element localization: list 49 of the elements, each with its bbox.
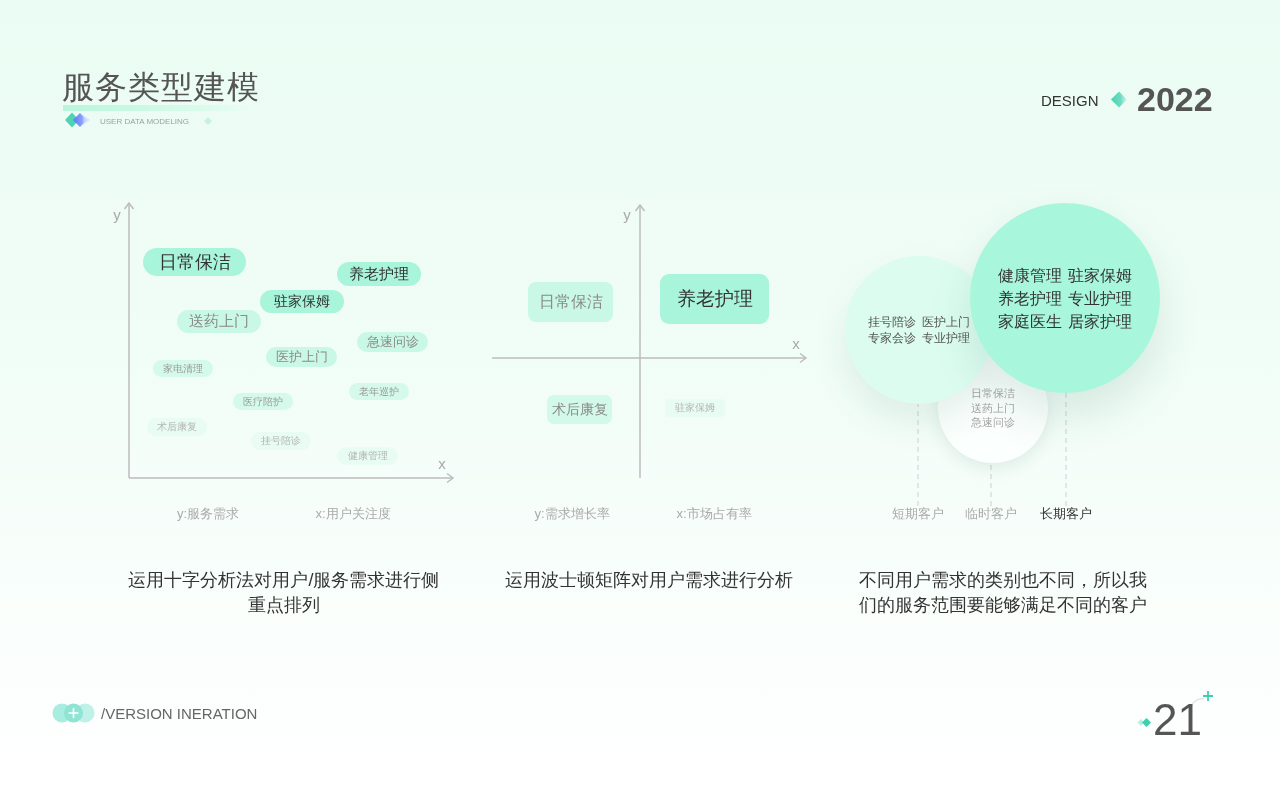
service-tag: 日常保洁 (528, 282, 613, 322)
customer-label: 短期客户 (892, 505, 944, 523)
service-tag: 日常保洁 (143, 248, 246, 276)
service-tag: 急速问诊 (357, 332, 428, 352)
service-item: 医护上门 (922, 314, 970, 330)
axis-letter: x (438, 454, 446, 472)
axis-caption: x:用户关注度 (315, 505, 391, 523)
service-item: 日常保洁 (971, 386, 1015, 401)
service-item: 送药上门 (971, 400, 1015, 416)
page-number: 21 (1153, 695, 1202, 745)
footer-label: /VERSION INERATION (101, 704, 258, 722)
description-text: 不同用户需求的类别也不同，所以我们的服务范围要能够满足不同的客户 (858, 569, 1148, 617)
description-text: 运用十字分析法对用户/服务需求进行侧重点排列 (127, 569, 441, 617)
service-tag: 送药上门 (177, 310, 261, 333)
service-item: 居家护理 (1068, 311, 1132, 332)
customer-label: 长期客户 (1040, 505, 1092, 523)
service-tag: 挂号陪诊 (251, 432, 311, 450)
header-label: DESIGN (1041, 91, 1099, 109)
service-tag: 老年巡护 (349, 383, 409, 400)
service-tag: 医护上门 (266, 347, 337, 367)
axis-caption: y:服务需求 (176, 505, 240, 523)
service-tag: 家电清理 (153, 360, 213, 377)
axis-letter: x (792, 334, 800, 352)
service-item: 家庭医生 (998, 311, 1062, 332)
subtitle: USER DATA MODELING (100, 116, 190, 126)
axis-letter: y (113, 205, 121, 223)
service-item: 健康管理 (998, 265, 1062, 286)
service-item: 养老护理 (998, 288, 1062, 309)
service-tag: 养老护理 (660, 274, 769, 324)
service-item: 驻家保姆 (1068, 265, 1132, 286)
service-tag: 养老护理 (337, 262, 421, 286)
page-title: 服务类型建模 (62, 71, 260, 104)
service-item: 挂号陪诊 (868, 314, 916, 330)
axis-caption: y:需求增长率 (534, 505, 610, 523)
axis-caption: x:市场占有率 (676, 505, 752, 523)
service-tag: 医疗陪护 (233, 393, 293, 410)
service-tag: 术后康复 (547, 395, 612, 424)
axis-letter: y (623, 205, 631, 223)
service-tag: 驻家保姆 (260, 290, 344, 313)
service-tag: 术后康复 (147, 418, 207, 436)
service-item: 专家会诊 (868, 330, 916, 346)
service-item: 专业护理 (922, 330, 970, 346)
service-item: 专业护理 (1068, 288, 1132, 309)
description-text: 运用波士顿矩阵对用户需求进行分析 (505, 569, 793, 592)
service-tag: 驻家保姆 (665, 399, 725, 417)
year-number: 2022 (1137, 79, 1213, 119)
service-item: 急速问诊 (971, 415, 1015, 430)
service-tag: 健康管理 (337, 447, 398, 465)
customer-label: 临时客户 (965, 505, 1017, 523)
